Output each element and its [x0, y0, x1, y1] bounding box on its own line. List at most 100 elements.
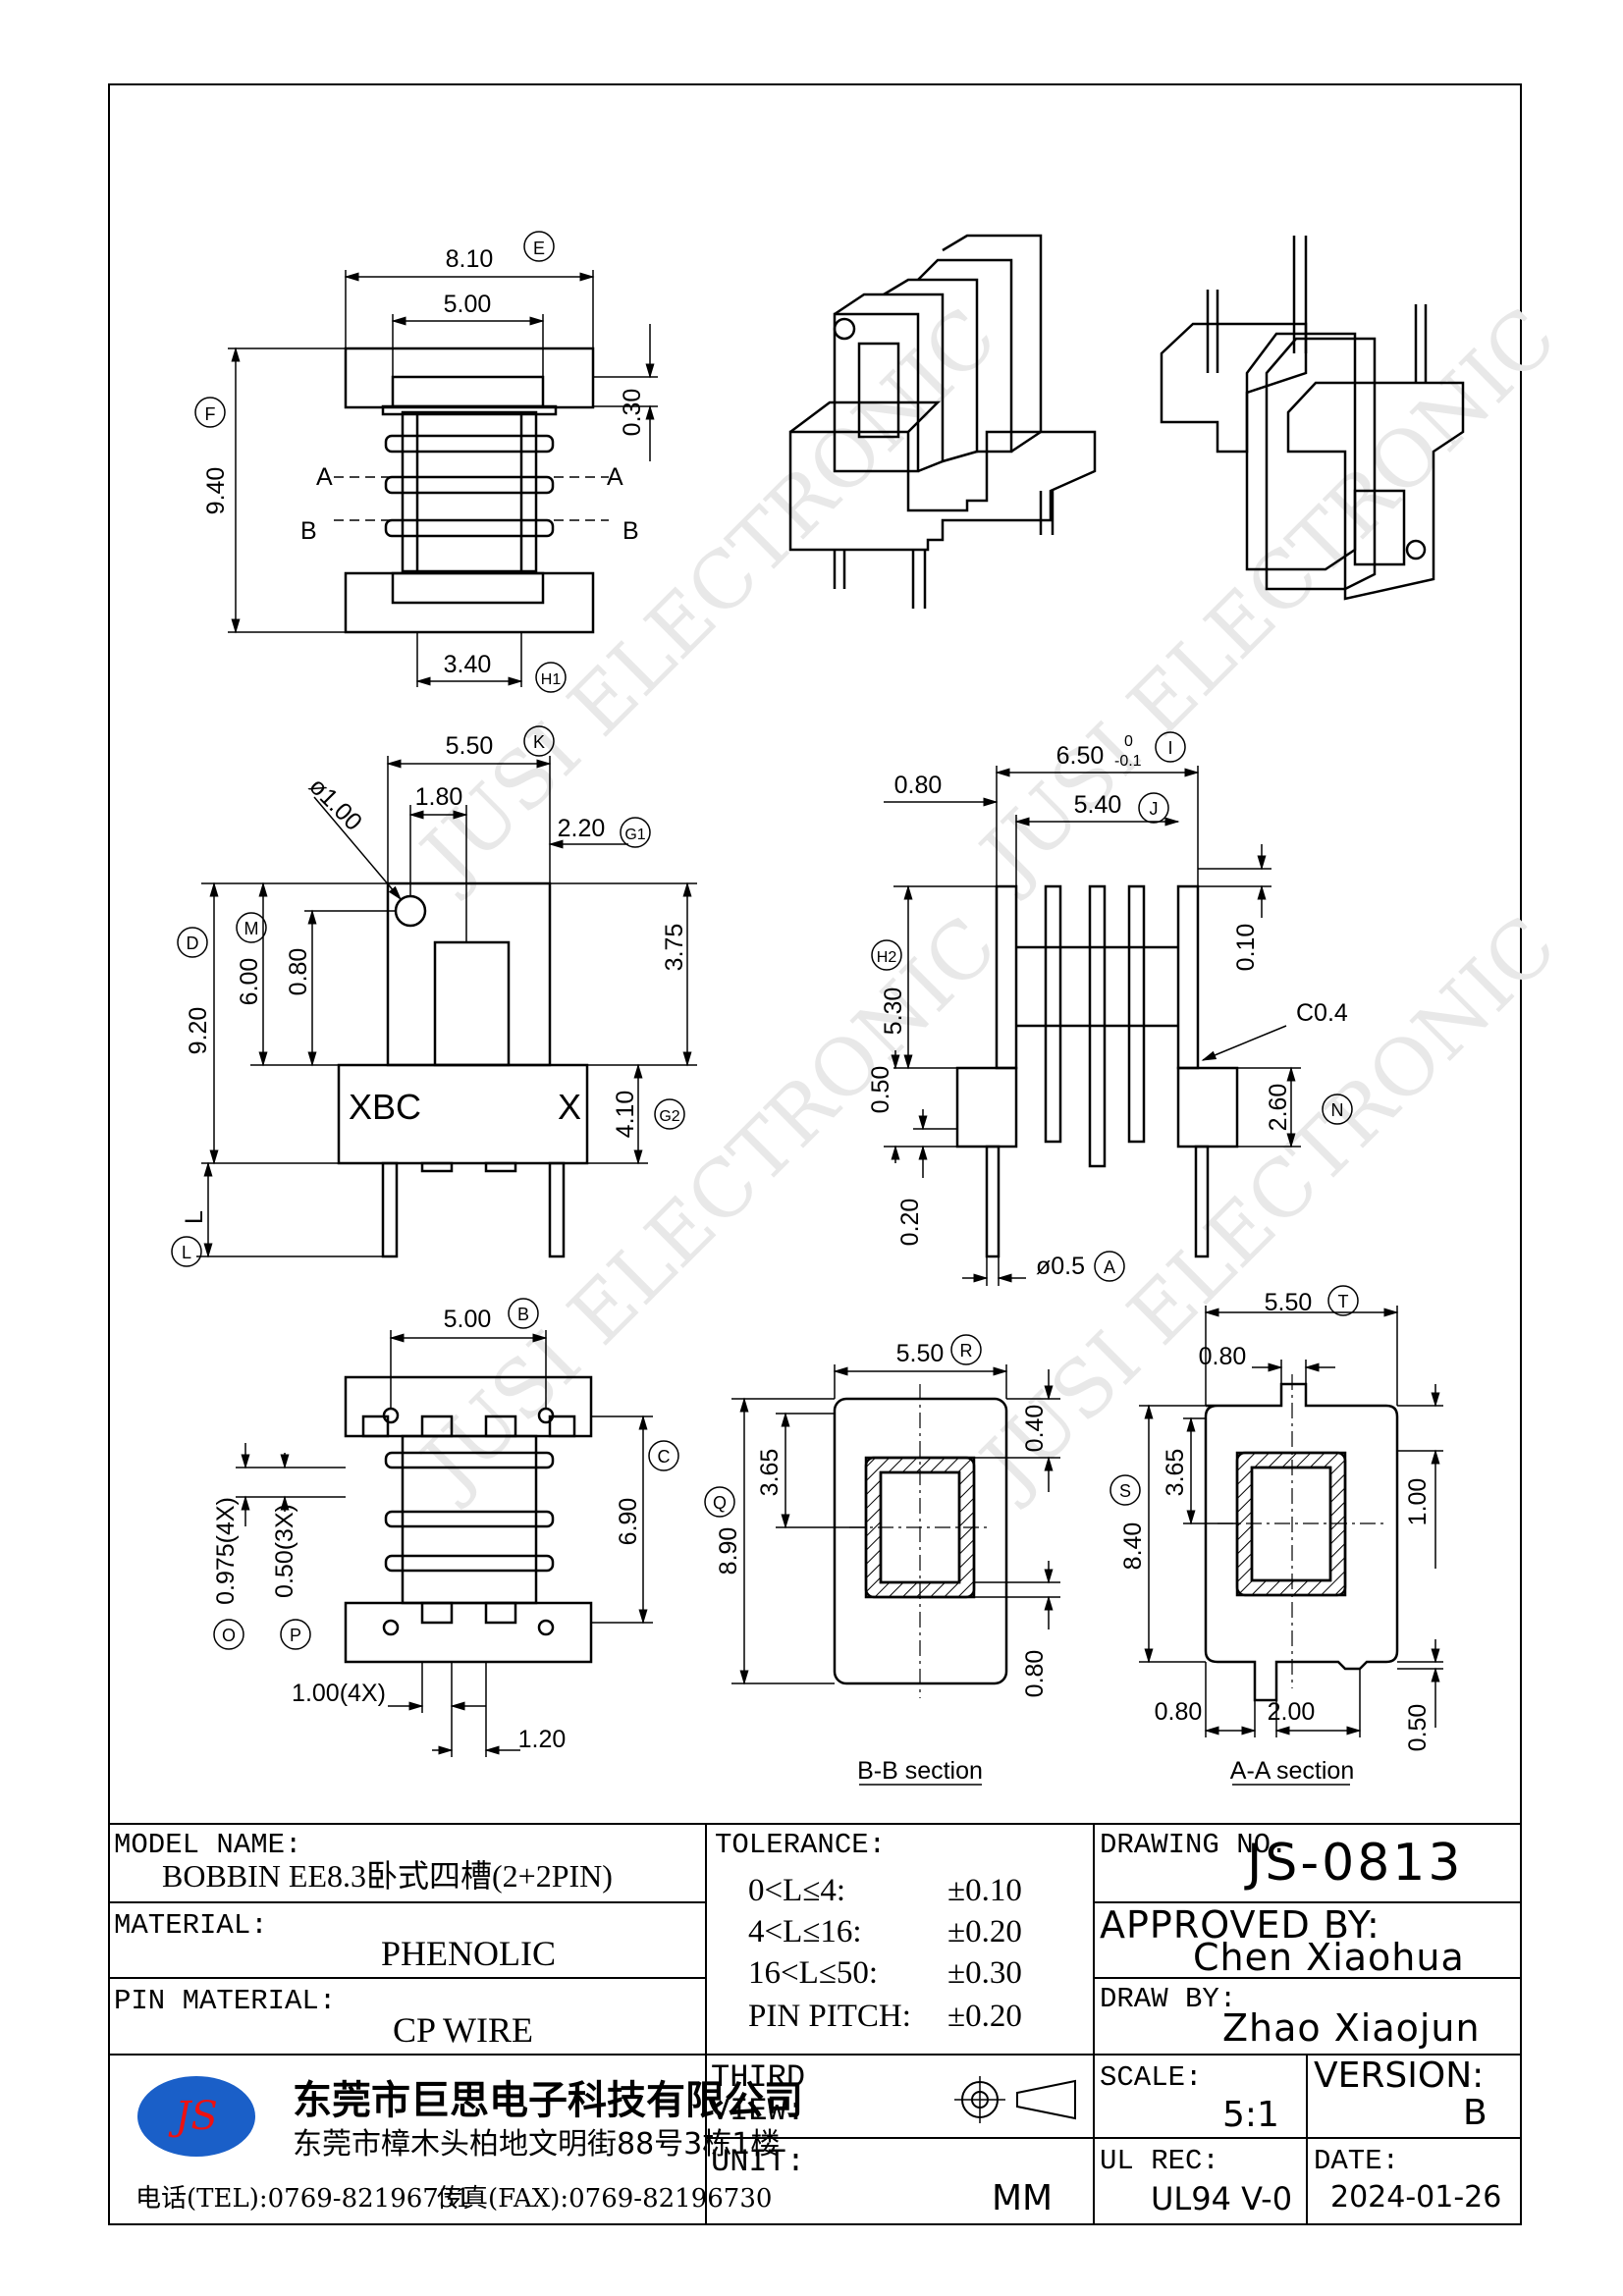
tag-label: O [222, 1626, 236, 1645]
top-view-text: 8.10 5.00 E F H1 3.40 9.40 0.30 A A B B [202, 239, 646, 688]
tol-range-3: PIN PITCH: [748, 1999, 911, 2034]
tol-value-1: ±0.20 [947, 1914, 1022, 1949]
model-name-label: MODEL NAME: [114, 1829, 302, 1861]
iso-view-left [788, 234, 1097, 609]
tag-label: F [205, 404, 216, 424]
dim-label: ø0.5 [1036, 1253, 1085, 1280]
top-view [344, 347, 595, 634]
bb-section-text: 5.50 R 0.40 3.65 8.90 Q 0.80 B-B section [713, 1340, 1049, 1785]
dim-label: 0.50 [867, 1066, 894, 1114]
tol-range-2: 16<L≤50: [748, 1955, 879, 1991]
approved-by-value: Chen Xiaohua [1193, 1936, 1465, 1979]
dim-label: 1.00 [1404, 1478, 1432, 1526]
company-tel: 电话(TEL):0769-82196731 [135, 2184, 471, 2214]
section-caption: A-A section [1230, 1757, 1354, 1785]
tol-up: 0 [1124, 733, 1133, 750]
dim-label: 0.80 [1199, 1343, 1247, 1370]
dim-label: 8.40 [1119, 1522, 1147, 1571]
dim-label: 0.80 [1021, 1650, 1049, 1698]
tag-label: G2 [659, 1108, 679, 1125]
tag-label: C [658, 1447, 671, 1467]
tol-low: -0.1 [1114, 753, 1142, 770]
ul-rec-value: UL94 V-0 [1151, 2180, 1293, 2217]
tag-label: B [517, 1305, 529, 1324]
tag-label: M [244, 919, 259, 938]
dim-label: 0.80 [894, 772, 943, 799]
unit-label: UNIT: [711, 2144, 806, 2180]
bb-section-dims [704, 1334, 1060, 1786]
tag-label: A [1104, 1257, 1115, 1277]
dim-label: 0.10 [1232, 924, 1260, 972]
body-mark-right: X [558, 1087, 581, 1127]
tag-label: P [290, 1626, 301, 1645]
dim-label: 0.80 [285, 948, 312, 996]
dim-label: 5.50 [446, 732, 494, 760]
sheet-border [108, 83, 1522, 2225]
dim-label: 0.20 [896, 1199, 924, 1247]
side-view-text: 0.80 6.50 0 -0.1 I 5.40 J 0.10 H2 5.30 C… [867, 733, 1348, 1280]
dim-label: 0.80 [1155, 1698, 1203, 1726]
material-label: MATERIAL: [114, 1909, 268, 1942]
dim-label: 9.40 [202, 467, 230, 515]
dim-label: 5.50 [896, 1340, 945, 1367]
tol-value-0: ±0.10 [947, 1873, 1022, 1908]
draw-by-label: DRAW BY: [1100, 1983, 1237, 2015]
dim-label: 1.80 [415, 783, 463, 811]
bottom-view-text: 5.00 B C 6.90 0.975(4X) 0.50(3X) O P 1.0… [212, 1305, 671, 1753]
tag-label: Q [713, 1493, 727, 1513]
dim-label: 5.00 [444, 291, 492, 318]
draw-by-value: Zhao Xiaojun [1222, 2006, 1481, 2050]
dim-label: 6.90 [615, 1498, 642, 1546]
dim-label: L [181, 1210, 208, 1224]
third-angle-projection-icon [954, 2076, 1076, 2123]
dim-label: 0.50 [1404, 1704, 1432, 1752]
dim-label: 6.00 [236, 958, 263, 1006]
dim-label: 6.50 [1056, 742, 1105, 770]
dim-label: 2.60 [1265, 1084, 1292, 1132]
dim-label: 4.10 [612, 1091, 639, 1139]
section-caption: B-B section [857, 1757, 983, 1785]
dim-label: 3.65 [756, 1449, 784, 1497]
dim-label: 8.90 [715, 1527, 742, 1575]
body-mark-left: XBC [349, 1087, 421, 1127]
aa-section [1204, 1374, 1399, 1702]
scale-label: SCALE: [1100, 2061, 1203, 2094]
scale-value: 5:1 [1222, 2095, 1279, 2135]
view-label: THIRD VIEW: [711, 2061, 805, 2127]
technical-drawing: 8.10 5.00 E F H1 3.40 9.40 0.30 A A B B [171, 231, 1465, 1786]
top-view-dims [194, 231, 658, 693]
section-label: A [607, 463, 623, 491]
date-value: 2024-01-26 [1330, 2180, 1502, 2215]
tag-label: H2 [877, 949, 897, 966]
version-value: B [1463, 2093, 1488, 2133]
pin-material-value: CP WIRE [393, 2010, 534, 2050]
dim-label: 5.00 [444, 1306, 492, 1333]
drawing-no-label: DRAWING NO. [1100, 1829, 1288, 1861]
date-label: DATE: [1314, 2145, 1400, 2177]
front-view-dims [171, 725, 697, 1267]
tag-label: H1 [541, 671, 562, 688]
dim-label: 1.00(4X) [292, 1680, 386, 1707]
dim-label: 3.40 [444, 651, 492, 678]
tolerance-label: TOLERANCE: [715, 1829, 887, 1861]
pin-material-label: PIN MATERIAL: [114, 1985, 337, 2017]
company-name: 东莞市巨思电子科技有限公司 [293, 2078, 803, 2123]
chamfer-label: C0.4 [1296, 999, 1348, 1027]
dim-label: 5.50 [1265, 1289, 1313, 1316]
section-label: B [300, 517, 317, 545]
tol-range-1: 4<L≤16: [748, 1914, 862, 1949]
dim-label: 5.40 [1074, 791, 1122, 819]
dim-label: 0.40 [1021, 1405, 1049, 1453]
company-fax: 传真(FAX):0769-82196730 [437, 2184, 773, 2214]
ul-rec-label: UL REC: [1100, 2145, 1219, 2177]
view-label-line-2: VIEW: [711, 2092, 806, 2129]
front-view [337, 881, 589, 1258]
tag-label: G1 [624, 827, 645, 843]
section-label: A [316, 463, 333, 491]
dim-label: 0.975(4X) [212, 1497, 240, 1605]
title-block: MODEL NAME: BOBBIN EE8.3卧式四槽(2+2PIN) MAT… [108, 1823, 1522, 2225]
side-view [955, 884, 1239, 1258]
tag-label: L [182, 1243, 191, 1262]
dim-label: ø1.00 [303, 773, 367, 836]
